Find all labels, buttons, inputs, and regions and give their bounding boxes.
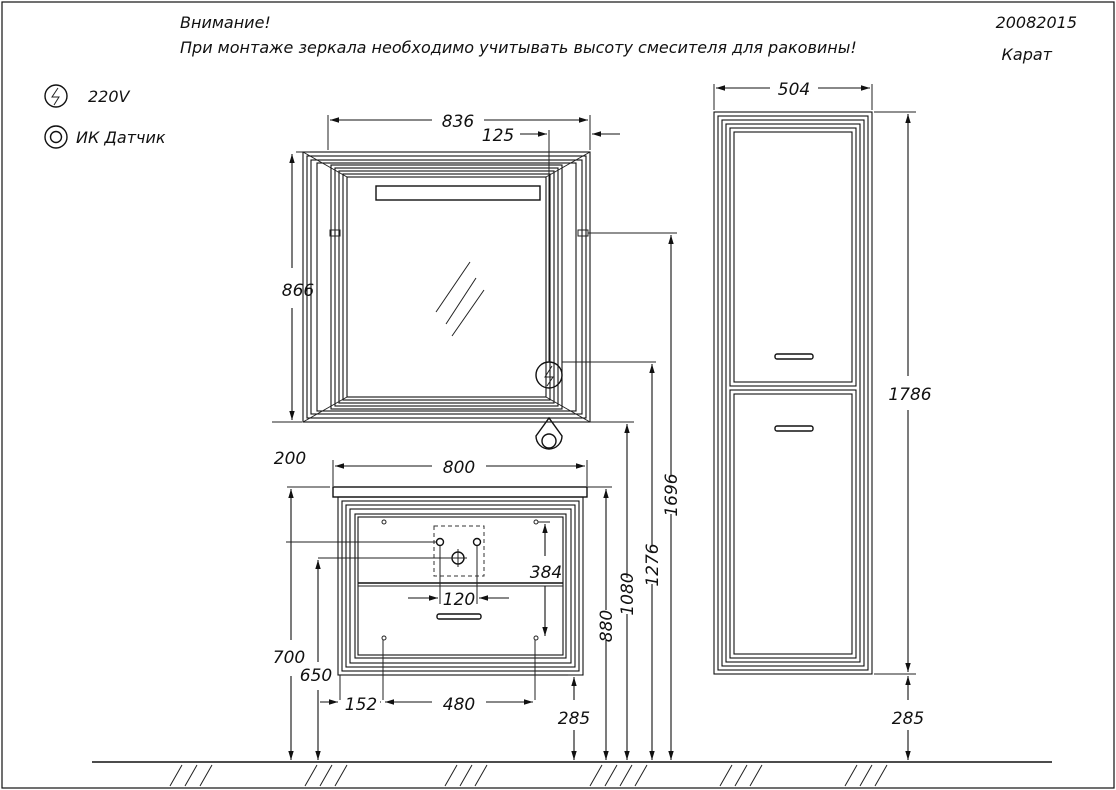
dim-384: 384 — [530, 563, 562, 583]
dim-700: 700 — [273, 648, 305, 668]
mirror-width-dim: 836 — [327, 112, 591, 150]
column-lower-handle — [774, 425, 814, 432]
dim-152: 152 — [345, 695, 377, 715]
dim-200: 200 — [274, 449, 306, 469]
drain-height-dim: 650 — [286, 541, 452, 760]
column-width-dim: 504 — [713, 80, 873, 110]
dim-1696: 1696 — [662, 473, 682, 516]
dim-836: 836 — [442, 112, 475, 132]
dim-120: 120 — [443, 590, 475, 610]
mirror — [302, 151, 591, 450]
mirror-bottom-dim: 1080 — [590, 421, 638, 760]
leg-spacing-dim: 480 — [385, 695, 533, 715]
faucet-spacing-dim: 120 — [408, 546, 509, 610]
dim-1786: 1786 — [888, 385, 931, 405]
dim-125: 125 — [482, 126, 514, 146]
side-offset-dim: 152 — [320, 695, 381, 715]
dim-1080: 1080 — [618, 572, 638, 615]
dim-285-column: 285 — [892, 709, 924, 729]
ir-sensor-icon — [535, 416, 563, 450]
dim-504: 504 — [778, 80, 810, 100]
dim-480: 480 — [443, 695, 475, 715]
dim-866: 866 — [282, 281, 315, 301]
column-height-dim: 1786 — [874, 111, 932, 675]
vanity-width-dim: 800 — [332, 458, 588, 486]
dim-880: 880 — [597, 610, 617, 642]
mirror-light-strip — [375, 185, 541, 201]
power-220v-icon — [44, 84, 68, 108]
legend-ir-label: ИК Датчик — [76, 128, 166, 147]
notice-title: Внимание! — [180, 13, 271, 32]
doc-code: 20082015 — [996, 13, 1077, 32]
vanity-floor-dim: 285 — [558, 674, 590, 760]
column-floor-dim: 285 — [892, 676, 924, 760]
cabinet-height-dim: 700 — [273, 486, 330, 760]
mirror-top-dim: 1696 — [588, 232, 682, 760]
vanity-top-dim: 880 — [587, 486, 617, 760]
mirror-height-dim: 866 — [272, 151, 315, 423]
mirror-offset-dim: 125 — [482, 126, 620, 362]
socket-height-dim: 1276 — [562, 361, 663, 760]
legend-220v-label: 220V — [88, 87, 131, 106]
ir-sensor-icon — [44, 125, 68, 149]
floor — [92, 761, 1052, 787]
vanity-countertop — [332, 486, 588, 498]
notice-text: При монтаже зеркала необходимо учитывать… — [180, 38, 857, 57]
dim-1276: 1276 — [643, 543, 663, 586]
legend: 220V ИК Датчик — [44, 84, 166, 149]
dim-800: 800 — [443, 458, 475, 478]
sink-height-dim: 384 — [530, 521, 562, 636]
vanity — [332, 486, 588, 700]
column-upper-handle — [774, 353, 814, 360]
column-cabinet — [713, 111, 873, 675]
doc-name: Карат — [1002, 45, 1053, 64]
dim-285-vanity: 285 — [558, 709, 590, 729]
dim-650: 650 — [300, 666, 332, 686]
